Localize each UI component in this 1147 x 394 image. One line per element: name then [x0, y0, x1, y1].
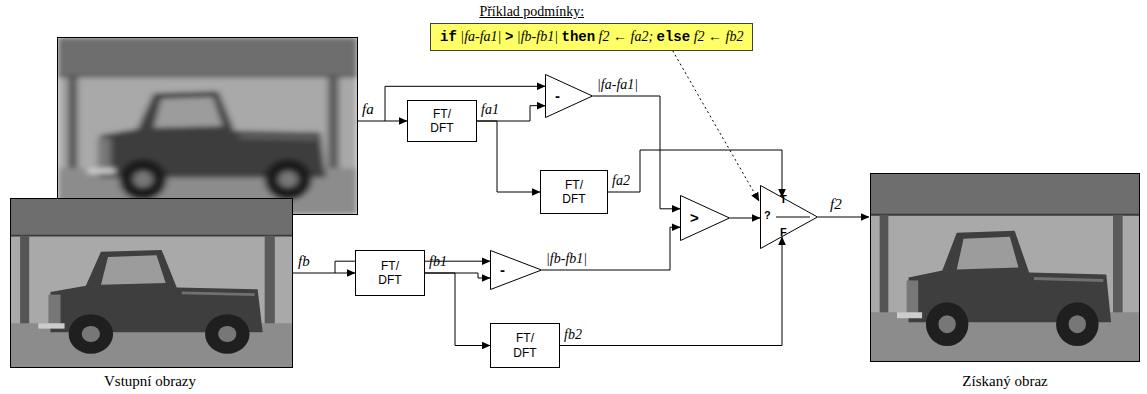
- operator-sign: >: [690, 208, 699, 228]
- signal-connector: [477, 121, 540, 192]
- input-image-a: [57, 37, 358, 215]
- process-box: FT/ DFT: [355, 250, 425, 296]
- condition-token: fa2;: [631, 29, 654, 44]
- signal-connector: [608, 150, 782, 197]
- dotted-pointer: [673, 51, 759, 201]
- condition-token: f2: [694, 29, 705, 44]
- input-image-b: [10, 198, 293, 368]
- condition-token: then: [562, 29, 596, 45]
- condition-token: ←: [708, 29, 722, 44]
- image-frame: [871, 174, 1140, 362]
- operator-triangle: -: [545, 74, 593, 118]
- signal-wire: [818, 217, 869, 218]
- condition-token: if: [440, 29, 457, 45]
- condition-token: ←: [613, 29, 627, 44]
- selector-line: [776, 217, 810, 218]
- signal-connector: [730, 218, 760, 219]
- image-caption: Vstupní obrazy: [104, 373, 196, 390]
- triangle-outline: [680, 195, 730, 241]
- signal-label: fa2: [612, 173, 630, 188]
- condition-token: else: [657, 29, 691, 45]
- condition-token: |fa-fa1|: [460, 29, 501, 44]
- process-box: FT/ DFT: [540, 170, 608, 214]
- signal-name: fa: [362, 101, 374, 118]
- signal-label: fa1: [481, 102, 499, 117]
- condition-token: f2: [599, 29, 610, 44]
- triangle-outline: [490, 250, 542, 290]
- condition-token: >: [505, 29, 513, 45]
- signal-label: fb2: [564, 327, 582, 342]
- output-image: [870, 173, 1140, 362]
- box-label: FT/ DFT: [378, 259, 401, 288]
- signal-label: |fb-fb1|: [546, 251, 587, 266]
- triangle-outline: [545, 74, 593, 118]
- signal-name: f2: [830, 196, 842, 213]
- process-box: FT/ DFT: [490, 323, 560, 368]
- condition-text: if |fa-fa1| > |fb-fb1| then f2 ← fa2; el…: [440, 29, 743, 44]
- signal-connector: [560, 237, 782, 346]
- signal-label: |fa-fa1|: [597, 77, 638, 92]
- condition-token: fb2: [726, 29, 744, 44]
- signal-name: fb: [298, 253, 310, 270]
- condition-box: if |fa-fa1| > |fb-fb1| then f2 ← fa2; el…: [430, 23, 753, 50]
- callout-heading: Příklad podmínky:: [479, 4, 584, 19]
- box-label: FT/ DFT: [513, 331, 536, 360]
- triangle-shape: [546, 75, 593, 118]
- selector-mark: F: [780, 226, 787, 239]
- triangle-shape: [761, 186, 818, 249]
- selector-mark: ?: [764, 209, 771, 222]
- signal-wire: [358, 121, 407, 122]
- selector-mark: T: [780, 193, 787, 206]
- signal-label: fb1: [429, 254, 447, 269]
- image-caption: Získaný obraz: [962, 373, 1047, 390]
- image-frame: [58, 38, 358, 215]
- signal-wire: [293, 273, 355, 274]
- selector-symbol: ? T F: [760, 185, 818, 249]
- box-label: FT/ DFT: [430, 107, 453, 136]
- operator-sign: -: [555, 86, 560, 106]
- box-label: FT/ DFT: [562, 178, 585, 207]
- process-box: FT/ DFT: [407, 100, 477, 142]
- signal-connector: [425, 273, 490, 278]
- operator-triangle: -: [490, 250, 542, 290]
- signal-connector: [542, 227, 680, 270]
- operator-sign: -: [500, 260, 505, 280]
- condition-token: |fb-fb1|: [517, 29, 558, 44]
- triangle-shape: [491, 251, 542, 290]
- triangle-shape: [681, 196, 730, 241]
- operator-triangle: >: [680, 195, 730, 241]
- signal-connector: [425, 273, 490, 346]
- condition-callout: Příklad podmínky: if |fa-fa1| > |fb-fb1| …: [430, 4, 753, 51]
- image-frame: [11, 199, 293, 368]
